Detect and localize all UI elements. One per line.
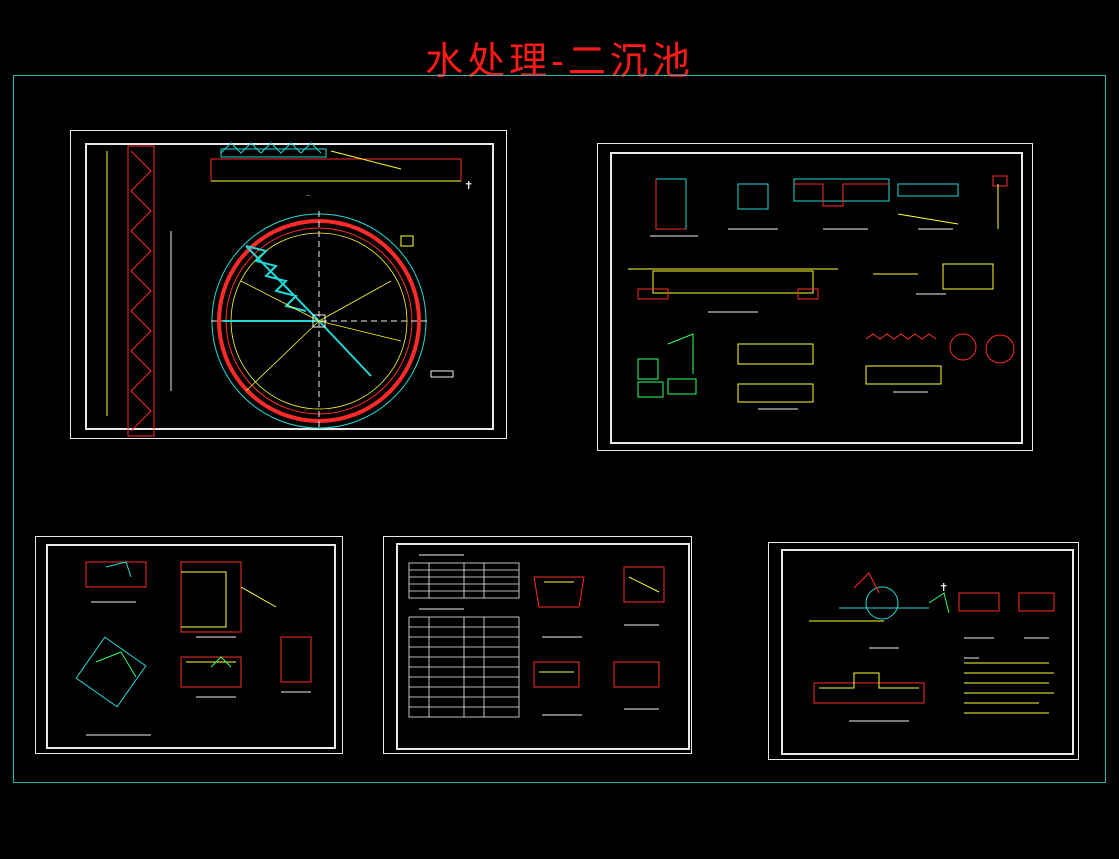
sheet-details-1[interactable]: [597, 143, 1033, 451]
svg-text:✝: ✝: [939, 581, 948, 594]
svg-text:—: —: [306, 193, 311, 199]
model-space-frame: [13, 75, 1106, 783]
sheet-schedule-and-details[interactable]: [383, 536, 692, 754]
detail-drawings-2: [75, 561, 312, 736]
sheet-details-2[interactable]: [35, 536, 343, 754]
sheet-details-3[interactable]: ✝: [768, 542, 1079, 760]
material-schedule-drawings: [408, 554, 665, 718]
clarifier-plan-drawing: — ✝: [106, 142, 473, 437]
detail-drawings-3: ✝: [809, 572, 1055, 722]
svg-text:✝: ✝: [464, 179, 473, 192]
sheet-plan-and-section[interactable]: — ✝: [70, 130, 507, 439]
detail-drawings-1: [628, 175, 1015, 410]
